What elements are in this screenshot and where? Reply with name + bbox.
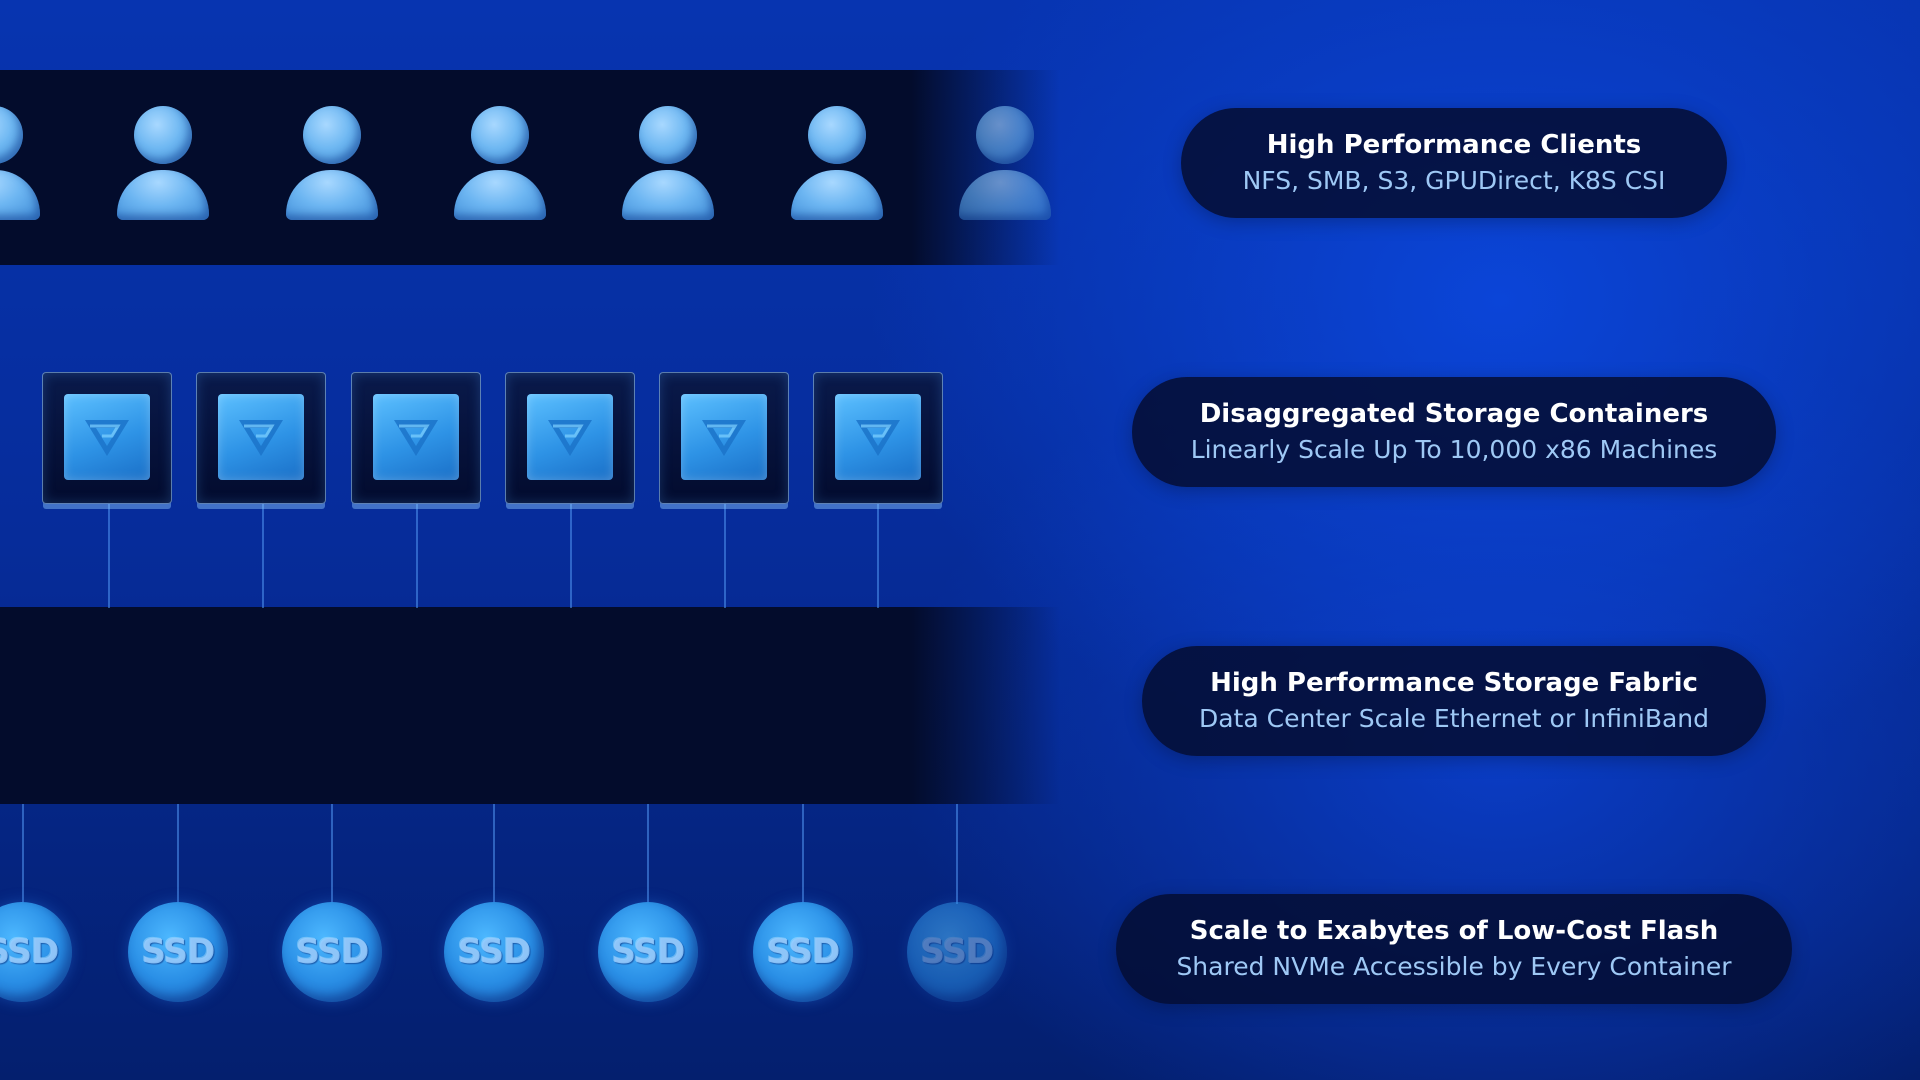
container-logo-icon xyxy=(835,394,921,480)
ssd-label: SSD xyxy=(295,932,370,972)
clients-subtitle: NFS, SMB, S3, GPUDirect, K8S CSI xyxy=(1242,166,1666,195)
flash-title: Scale to Exabytes of Low-Cost Flash xyxy=(1189,916,1719,946)
person-icon xyxy=(282,106,382,226)
flash-subtitle: Shared NVMe Accessible by Every Containe… xyxy=(1176,952,1732,981)
ssd-drive-icon: SSD xyxy=(282,902,382,1002)
person-icon xyxy=(0,106,44,226)
storage-container xyxy=(196,372,326,504)
fabric-title: High Performance Storage Fabric xyxy=(1210,668,1698,698)
ssd-label: SSD xyxy=(920,932,995,972)
ssd-label: SSD xyxy=(0,932,59,972)
ssd-drive-icon: SSD xyxy=(444,902,544,1002)
containers-title: Disaggregated Storage Containers xyxy=(1199,399,1709,429)
ssd-label: SSD xyxy=(611,932,686,972)
ssd-label: SSD xyxy=(766,932,841,972)
fabric-subtitle: Data Center Scale Ethernet or InfiniBand xyxy=(1198,704,1710,733)
person-icon xyxy=(787,106,887,226)
person-icon xyxy=(618,106,718,226)
ssd-drive-icon: SSD xyxy=(753,902,853,1002)
ssd-drive-icon: SSD xyxy=(598,902,698,1002)
container-logo-icon xyxy=(218,394,304,480)
ssd-label: SSD xyxy=(457,932,532,972)
storage-container xyxy=(659,372,789,504)
person-icon xyxy=(955,106,1055,226)
fabric-label: High Performance Storage Fabric Data Cen… xyxy=(1142,646,1766,756)
ssd-drive-icon: SSD xyxy=(907,902,1007,1002)
person-icon xyxy=(113,106,213,226)
container-logo-icon xyxy=(64,394,150,480)
storage-container xyxy=(42,372,172,504)
container-logo-icon xyxy=(681,394,767,480)
ssd-label: SSD xyxy=(141,932,216,972)
flash-label: Scale to Exabytes of Low-Cost Flash Shar… xyxy=(1116,894,1792,1004)
storage-container xyxy=(505,372,635,504)
clients-title: High Performance Clients xyxy=(1266,130,1642,160)
clients-label: High Performance Clients NFS, SMB, S3, G… xyxy=(1181,108,1727,218)
ssd-drive-icon: SSD xyxy=(128,902,228,1002)
container-logo-icon xyxy=(527,394,613,480)
ssd-drive-icon: SSD xyxy=(0,902,72,1002)
container-logo-icon xyxy=(373,394,459,480)
storage-container xyxy=(351,372,481,504)
storage-fabric-band xyxy=(0,607,1060,804)
containers-subtitle: Linearly Scale Up To 10,000 x86 Machines xyxy=(1190,435,1718,464)
containers-label: Disaggregated Storage Containers Linearl… xyxy=(1132,377,1776,487)
clients-band xyxy=(0,70,1060,265)
storage-container xyxy=(813,372,943,504)
person-icon xyxy=(450,106,550,226)
